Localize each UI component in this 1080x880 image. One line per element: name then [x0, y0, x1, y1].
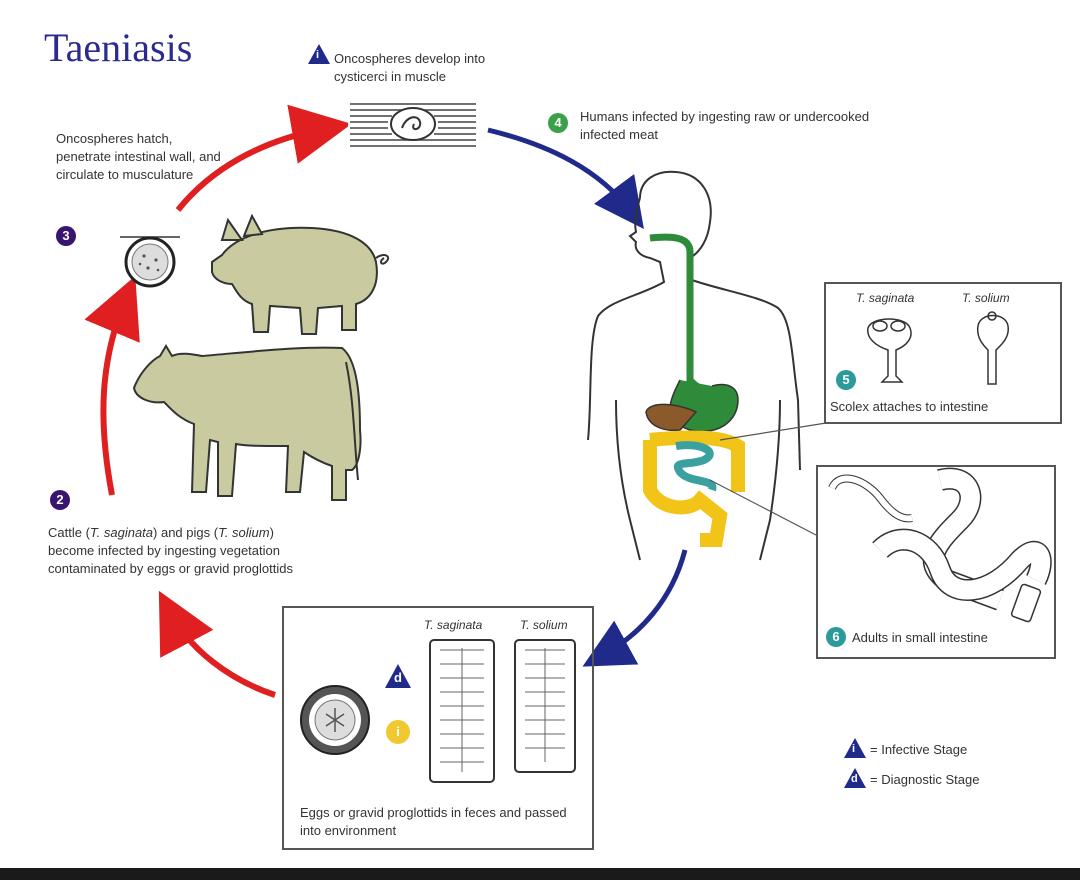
- stage-2-species-pig: T. solium: [218, 525, 270, 540]
- legend-diagnostic-symbol: d: [851, 773, 858, 785]
- pointer-line-5: [719, 422, 827, 441]
- bottom-bar: [0, 868, 1080, 880]
- stage-6-label: Adults in small intestine: [852, 630, 988, 645]
- stage-1-symbol: i: [316, 49, 320, 61]
- adults-box: [816, 465, 1056, 659]
- arrow-eggs-to-2: [158, 590, 276, 698]
- eggs-label: Eggs or gravid proglottids in feces and …: [300, 805, 567, 838]
- eggs-box: [282, 606, 594, 850]
- stage-2-badge: 2: [50, 490, 70, 510]
- legend-infective-symbol: i: [852, 743, 856, 755]
- stage-6-badge: 6: [826, 627, 846, 647]
- stage-5-badge: 5: [836, 370, 856, 390]
- stage-3-badge: 3: [56, 226, 76, 246]
- stage-2-text-e: ): [269, 525, 274, 540]
- legend-diagnostic-icon: [844, 768, 866, 788]
- legend-infective-label: = Infective Stage: [870, 742, 968, 757]
- adult-worms-drawing: [828, 467, 1052, 623]
- stage-3-label: Oncospheres hatch, penetrate intestinal …: [56, 131, 221, 182]
- arrow-human-to-eggs: [582, 549, 688, 667]
- arrow-2-to-3: [84, 275, 140, 496]
- legend-diagnostic-label: = Diagnostic Stage: [870, 772, 980, 787]
- infective-stage-badge-eggs: i: [386, 720, 410, 744]
- stage-1-label: Oncospheres develop into cysticerci in m…: [334, 51, 486, 84]
- pointer-line-6: [709, 479, 817, 536]
- proglottid-drawings: [429, 639, 576, 783]
- scolex-species-right: T. solium: [962, 291, 1010, 305]
- stage-2-label: Cattle (T. saginata) and pigs (T. solium…: [48, 524, 428, 578]
- oncosphere: [120, 236, 180, 288]
- stage-4-badge: 4: [548, 113, 568, 133]
- pig: [211, 213, 390, 335]
- diagram-title: Taeniasis: [44, 25, 193, 70]
- stage-4-label: Humans infected by ingesting raw or unde…: [580, 109, 870, 142]
- infective-stage-marker-1: [308, 44, 330, 64]
- muscle-cysticercus: [348, 100, 478, 148]
- scolex-species-left: T. saginata: [856, 291, 915, 305]
- stage-2-text-c: ) and pigs (: [153, 525, 219, 540]
- scolex-box: [824, 282, 1062, 424]
- arrow-3-to-1: [175, 104, 352, 212]
- diagnostic-stage-marker: [385, 664, 411, 688]
- diagnostic-stage-symbol: d: [394, 670, 402, 685]
- cow: [132, 344, 362, 501]
- stage-2-text-a: Cattle (: [48, 525, 90, 540]
- eggs-species-right: T. solium: [520, 618, 568, 632]
- scolex-drawings: [867, 311, 1009, 385]
- stage-2-text-f: become infected by ingesting vegetation: [48, 543, 280, 558]
- eggs-species-left: T. saginata: [424, 618, 483, 632]
- digestive-system: [643, 233, 745, 547]
- stage-2-species-cattle: T. saginata: [89, 525, 154, 540]
- legend-infective-icon: [844, 738, 866, 758]
- human-body: [587, 170, 801, 561]
- stage-2-text-g: contaminated by eggs or gravid proglotti…: [48, 561, 293, 576]
- arrow-1-to-4: [487, 127, 644, 230]
- stage-5-label: Scolex attaches to intestine: [830, 399, 989, 414]
- egg-drawing: [300, 685, 370, 755]
